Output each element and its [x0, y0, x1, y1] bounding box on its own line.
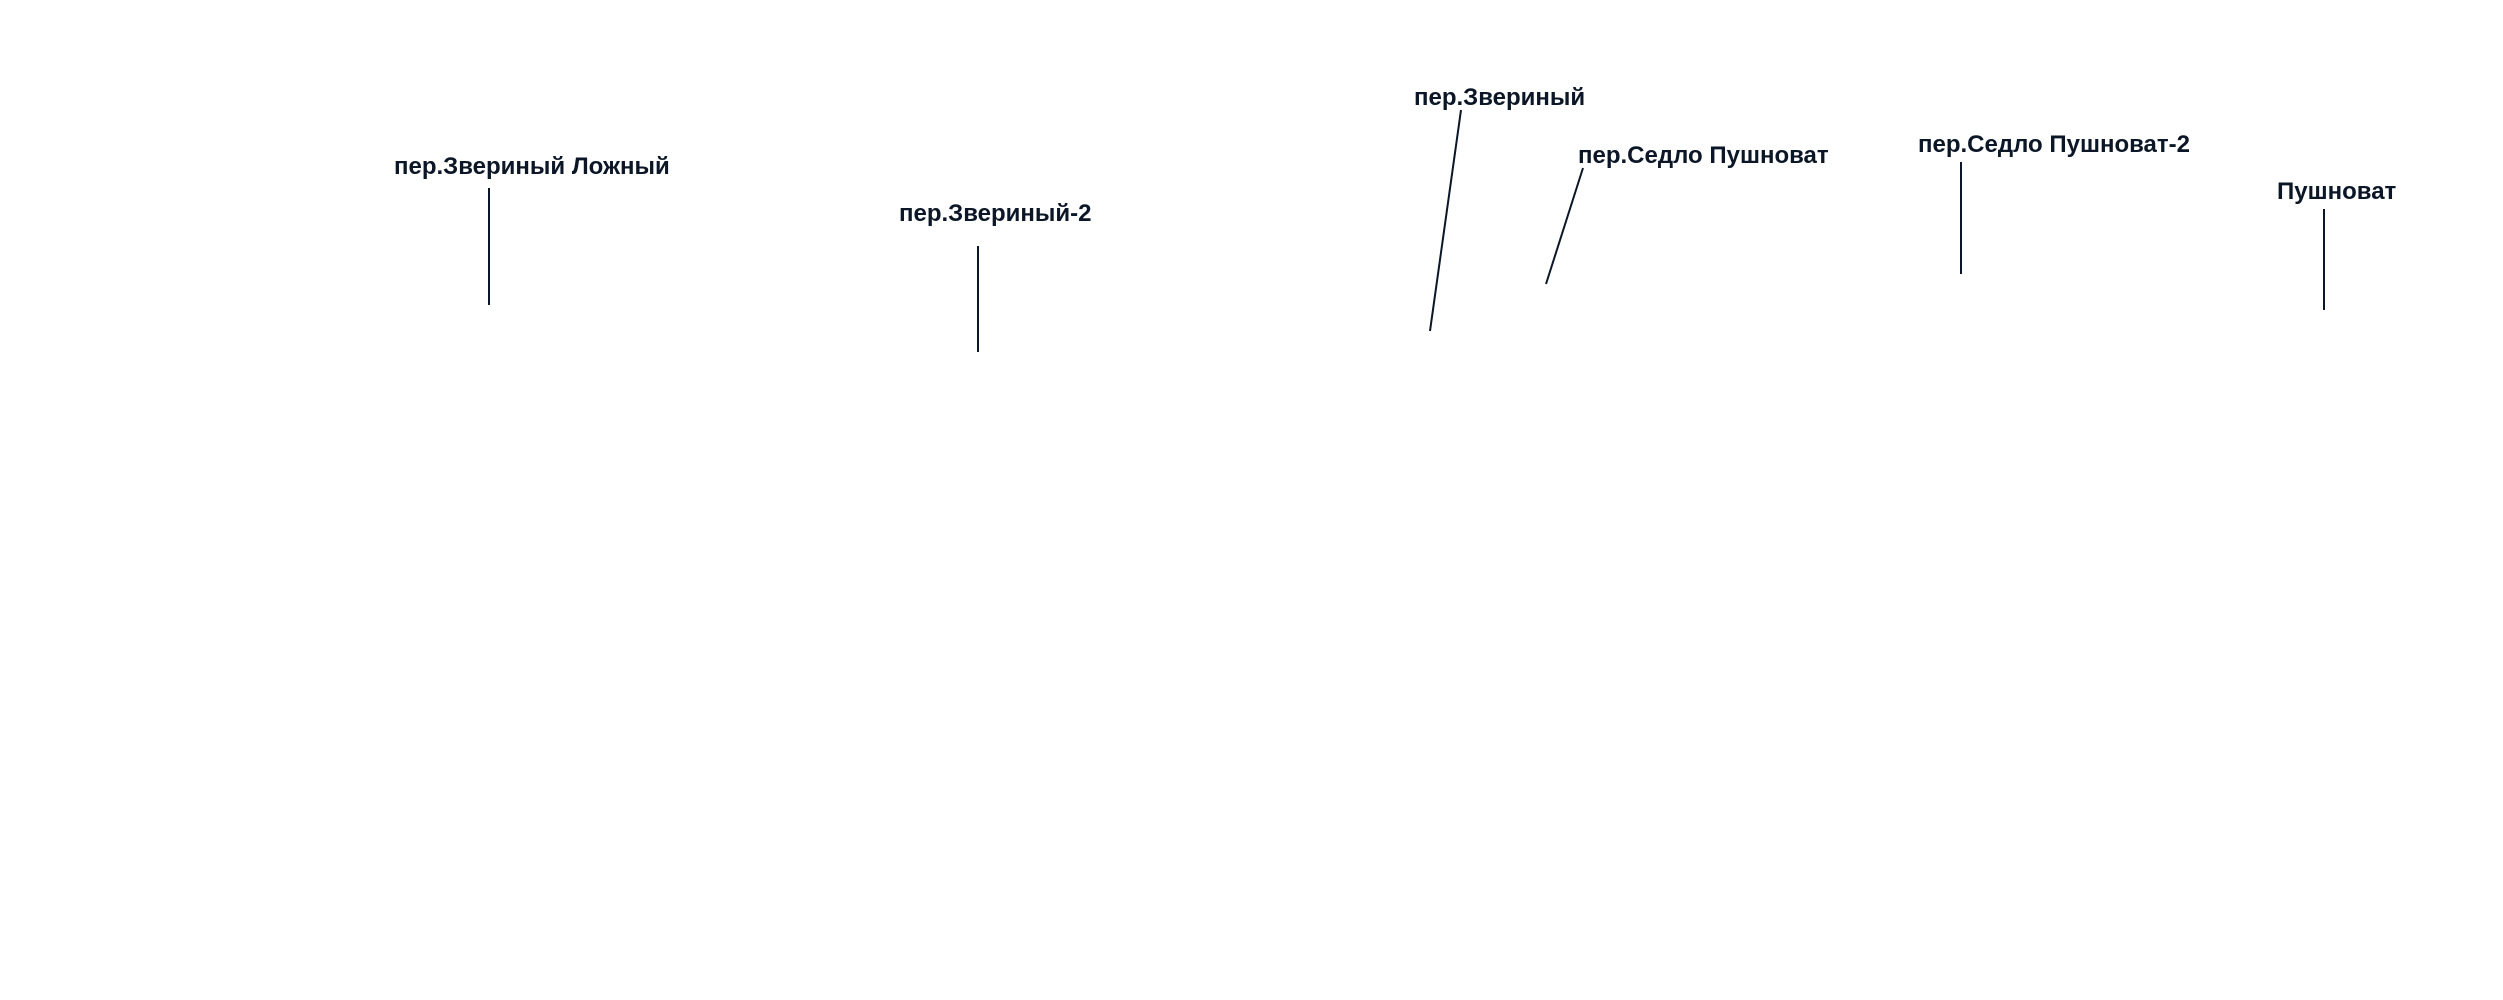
leader-line-zveriny [1429, 109, 1462, 332]
label-group-pushnovat: Пушноват [2277, 178, 2397, 310]
label-group-sedlo-pushnovat-2: пер.Седло Пушноват-2 [1918, 131, 2190, 274]
label-sedlo-pushnovat-2: пер.Седло Пушноват-2 [1918, 131, 2190, 158]
label-group-sedlo-pushnovat: пер.Седло Пушноват [1545, 142, 1829, 285]
label-group-zveriny-lozhny: пер.Звериный Ложный [394, 153, 670, 305]
label-group-zveriny-2: пер.Звериный-2 [899, 200, 1092, 352]
label-zveriny-2: пер.Звериный-2 [899, 200, 1092, 227]
label-zveriny-lozhny: пер.Звериный Ложный [394, 153, 670, 180]
label-group-zveriny: пер.Звериный [1414, 84, 1585, 332]
label-pushnovat: Пушноват [2277, 178, 2397, 205]
label-sedlo-pushnovat: пер.Седло Пушноват [1578, 142, 1829, 169]
label-zveriny: пер.Звериный [1414, 84, 1585, 111]
leader-line-sedlo-pushnovat [1545, 167, 1584, 285]
